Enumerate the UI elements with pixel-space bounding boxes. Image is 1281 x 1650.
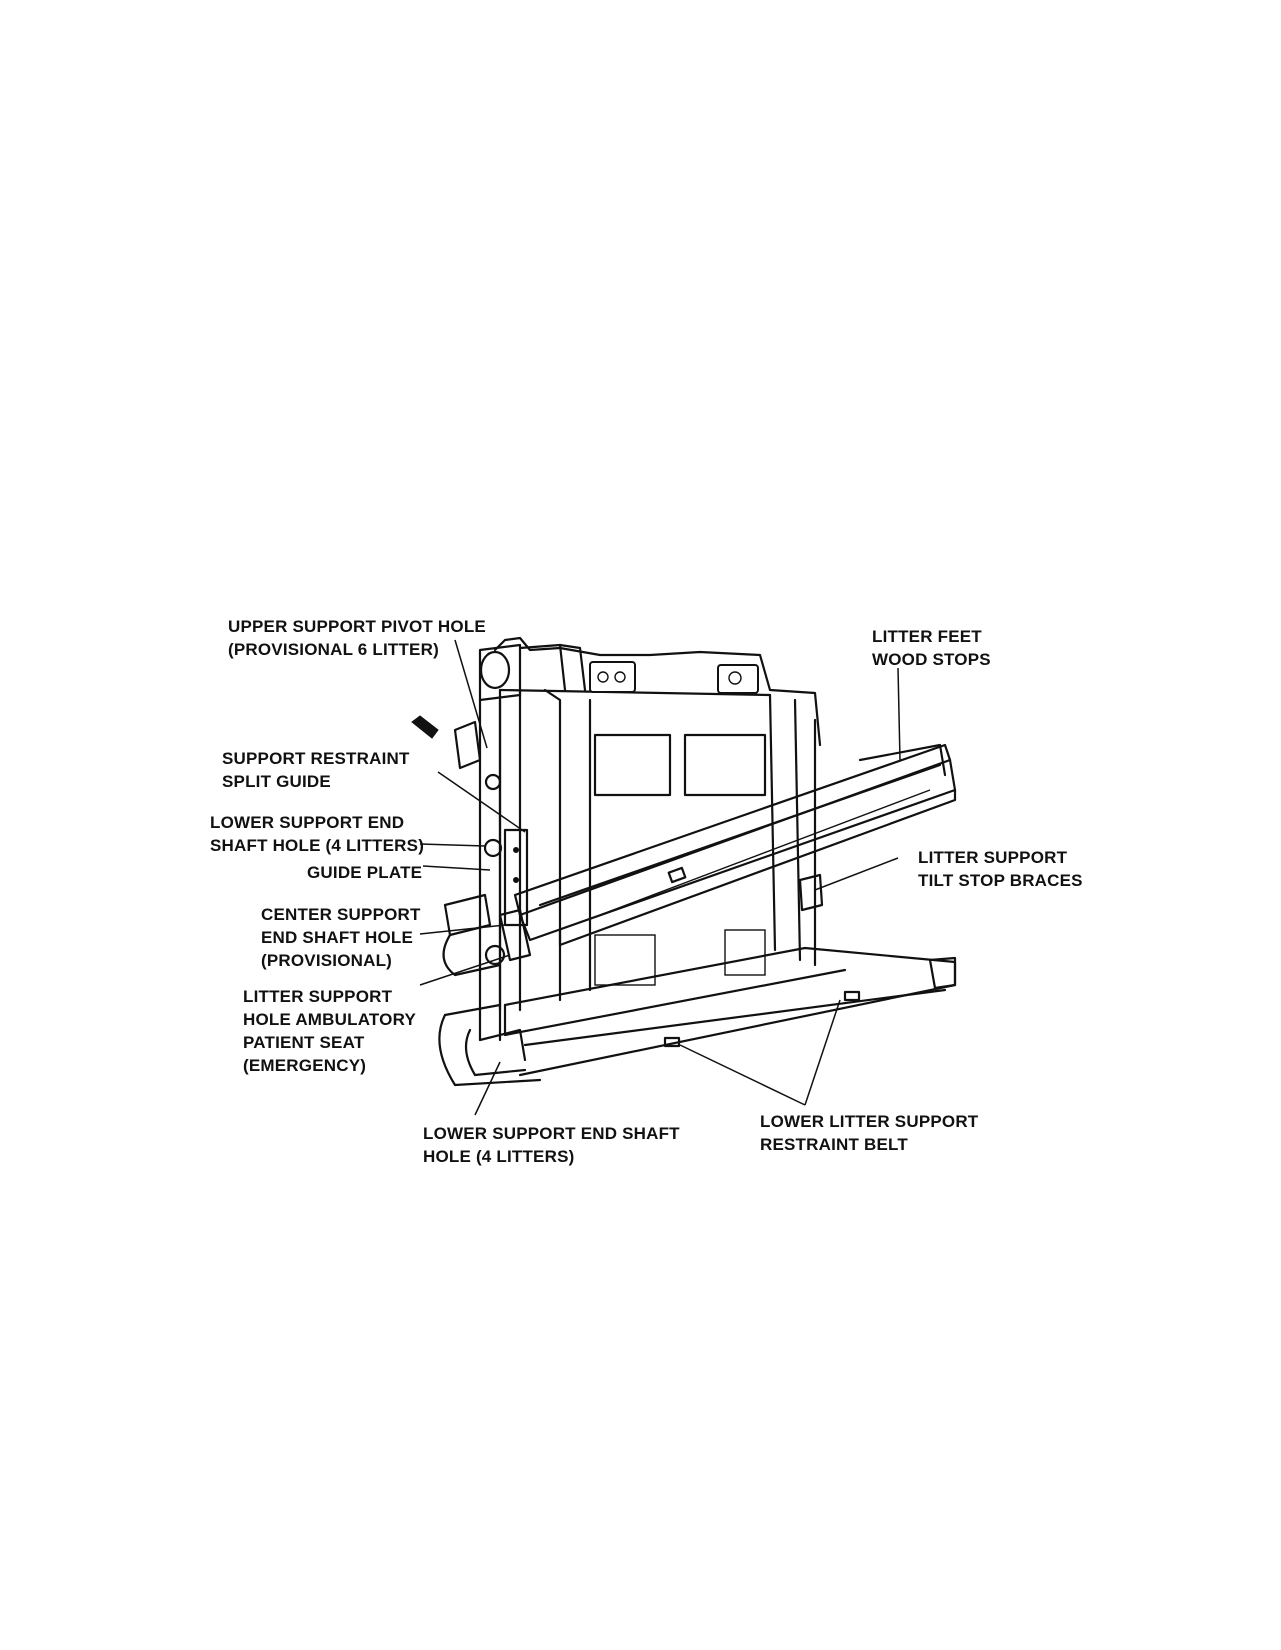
label-lower-support-end-shaft-hole-upper: LOWER SUPPORT END SHAFT HOLE (4 LITTERS) (210, 813, 425, 855)
upper-litter-support (513, 743, 957, 947)
label-center-support-end-shaft-hole: CENTER SUPPORT END SHAFT HOLE (PROVISION… (261, 905, 421, 970)
label-litter-support-tilt-stop-braces: LITTER SUPPORT TILT STOP BRACES (918, 848, 1083, 890)
label-upper-support-pivot-hole: UPPER SUPPORT PIVOT HOLE (PROVISIONAL 6 … (228, 617, 486, 659)
back-frame (478, 636, 822, 1012)
leader-lines (419, 639, 901, 1116)
label-lower-litter-support-restraint-belt: LOWER LITTER SUPPORT RESTRAINT BELT (760, 1112, 979, 1154)
label-support-restraint-split-guide: SUPPORT RESTRAINT SPLIT GUIDE (222, 749, 410, 791)
label-lower-support-end-shaft-hole-bottom: LOWER SUPPORT END SHAFT HOLE (4 LITTERS) (423, 1124, 680, 1166)
label-litter-support-hole-ambulatory: LITTER SUPPORT HOLE AMBULATORY PATIENT S… (243, 987, 416, 1075)
lower-litter-support (438, 946, 957, 1087)
label-litter-feet-wood-stops: LITTER FEET WOOD STOPS (872, 627, 991, 669)
detached-latch (411, 715, 439, 739)
label-guide-plate: GUIDE PLATE (307, 863, 423, 882)
